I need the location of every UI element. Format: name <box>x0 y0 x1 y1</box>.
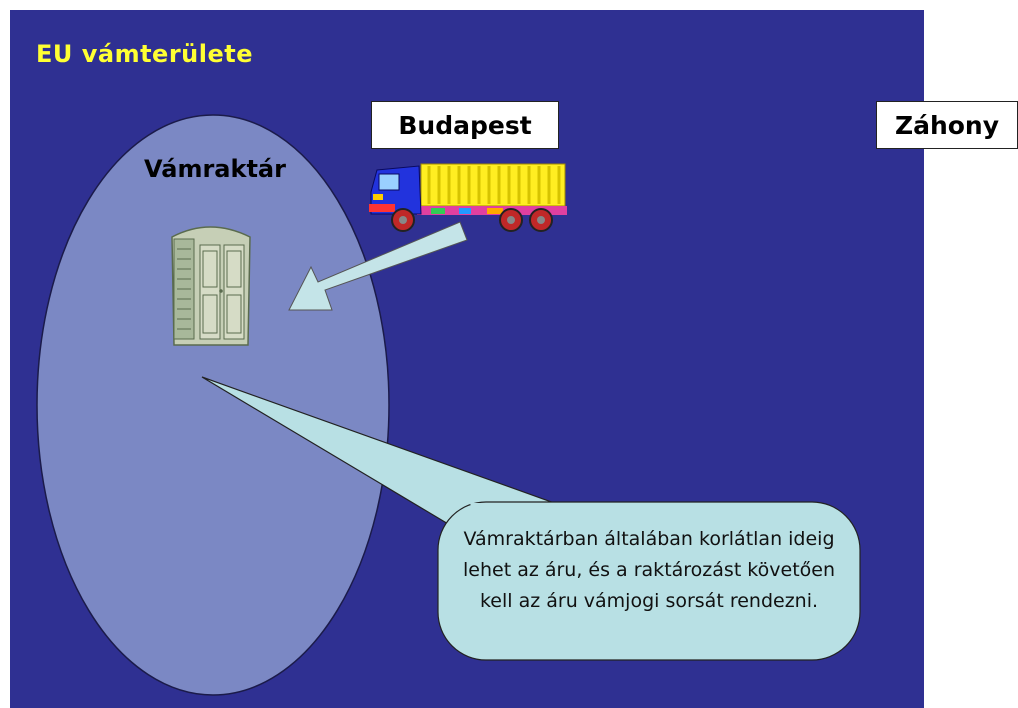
truck-icon <box>369 163 567 232</box>
location-zahony-label: Záhony <box>876 101 1018 149</box>
territory-label: EU vámterülete <box>36 40 254 68</box>
location-budapest-label: Budapest <box>371 101 559 149</box>
wardrobe-icon <box>171 226 251 346</box>
arrow-icon <box>288 221 468 311</box>
callout-bubble <box>201 376 861 661</box>
warehouse-zone <box>36 114 390 696</box>
warehouse-label: Vámraktár <box>144 155 286 183</box>
callout-text: Vámraktárban általában korlátlan ideig l… <box>463 528 835 612</box>
